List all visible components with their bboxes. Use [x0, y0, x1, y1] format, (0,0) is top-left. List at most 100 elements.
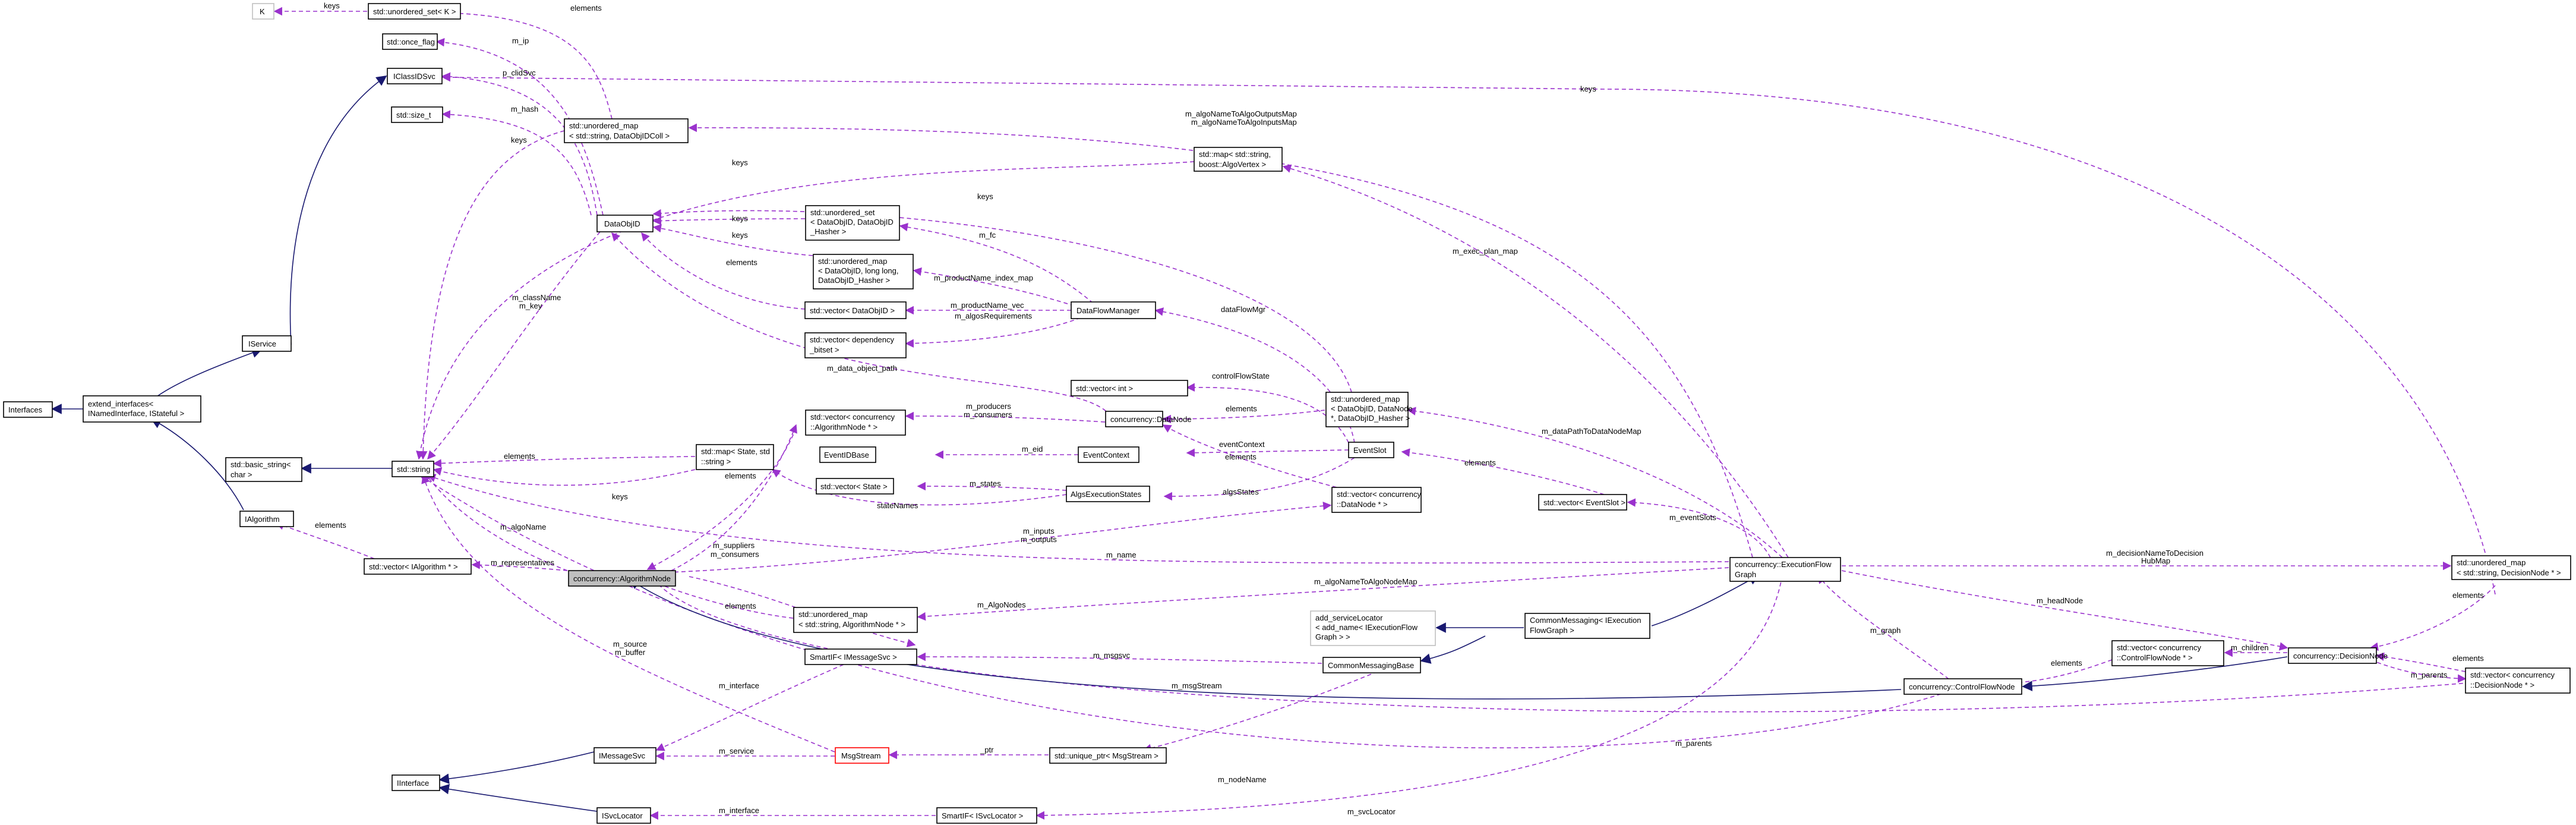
node-isvclocator: ISvcLocator [596, 807, 651, 824]
node-decisionnode: concurrency::DecisionNode [2288, 647, 2388, 664]
svg-text:std::vector< dependency: std::vector< dependency [810, 335, 895, 344]
svg-text:FlowGraph >: FlowGraph > [1530, 626, 1574, 635]
label-keys-string-1: keys [511, 136, 527, 144]
svg-text:*, DataObjID_Hasher >: *, DataObjID_Hasher > [1331, 414, 1410, 423]
edge-keys-statemap [433, 467, 696, 486]
svg-text:< std::string, DataObjIDColl >: < std::string, DataObjIDColl > [569, 131, 670, 140]
svg-text:std::vector< IAlgorithm * >: std::vector< IAlgorithm * > [369, 562, 458, 571]
svg-text:std::unordered_set: std::unordered_set [810, 208, 875, 217]
svg-text:_bitset >: _bitset > [809, 345, 839, 354]
edge-m-source [421, 474, 835, 752]
label-m-ip: m_ip [512, 36, 529, 45]
edge-m-interface-msg [655, 664, 844, 751]
svg-text:std::vector< concurrency: std::vector< concurrency [810, 413, 895, 421]
node-vector-algorithmnode: std::vector< concurrency ::AlgorithmNode… [805, 410, 906, 436]
node-vector-state: std::vector< State > [816, 478, 894, 495]
svg-text:Graph > >: Graph > > [1315, 632, 1350, 641]
node-smartif-imessagesvc: SmartIF< IMessageSvc > [804, 648, 917, 665]
svg-text:AlgsExecutionStates: AlgsExecutionStates [1071, 490, 1142, 499]
label-data-object-path: m_data_object_path [827, 364, 897, 373]
node-unordered-map-datanode: std::unordered_map < DataObjID, DataNode… [1325, 392, 1413, 427]
label-m-parents-2: m_parents [1675, 739, 1712, 748]
edge-suppliers-back [646, 427, 797, 570]
label-keys-statemap: keys [612, 492, 628, 501]
edge-m-svclocator [1036, 575, 1783, 820]
label-algo-inputs: m_algoNameToAlgoInputsMap [1191, 118, 1297, 127]
label-elements-ialg: elements [315, 521, 346, 530]
edge-keys-string-1 [419, 130, 565, 460]
svg-text:DataObjID: DataObjID [604, 219, 640, 228]
label-m-inputs: m_inputs [1023, 527, 1055, 536]
label-elements-set: elements [570, 4, 602, 12]
edge-elements-statemap-string [433, 456, 696, 468]
inherit-efg-commonmsg [1651, 575, 1760, 626]
inherit-imsgsvc-iinterface [438, 751, 595, 784]
node-vector-eventslot: std::vector< EventSlot > [1538, 494, 1627, 511]
node-unordered-set-K: std::unordered_set< K > [368, 3, 461, 20]
node-unordered-map-algorithmnode: std::unordered_map < std::string, Algori… [793, 607, 918, 633]
svg-text:std::vector< State >: std::vector< State > [820, 482, 888, 491]
label-m-parents: m_parents [2411, 670, 2448, 679]
node-map-state-string: std::map< State, std ::string > [696, 444, 774, 470]
label-algonode-map: m_algoNameToAlgoNodeMap [1314, 577, 1417, 586]
label-keys-clid: keys [1580, 84, 1596, 93]
label-elements-decnode: elements [2452, 654, 2484, 663]
svg-text:::AlgorithmNode * >: ::AlgorithmNode * > [810, 423, 877, 432]
edge-datapath-map [1407, 407, 1783, 558]
label-m-outputs: m_outputs [1021, 535, 1057, 544]
edge-keys-string-2 [416, 161, 1195, 460]
svg-text:ISvcLocator: ISvcLocator [602, 811, 643, 820]
edge-m-parents-2 [653, 579, 2496, 713]
svg-text:::DataNode * >: ::DataNode * > [1337, 500, 1388, 509]
svg-text:std::map< State, std: std::map< State, std [701, 447, 770, 456]
node-vector-datanode: std::vector< concurrency ::DataNode * > [1331, 487, 1422, 513]
label-m-service: m_service [719, 747, 754, 755]
edge-suppliers [671, 424, 797, 571]
label-classname: m_className [512, 293, 561, 302]
label-m-svclocator: m_svcLocator [1347, 807, 1396, 816]
svg-text:< std::string, AlgorithmNode *: < std::string, AlgorithmNode * > [798, 620, 905, 629]
svg-text:EventContext: EventContext [1083, 451, 1129, 459]
svg-text:DataObjID_Hasher >: DataObjID_Hasher > [818, 276, 890, 285]
edge-eventcontext [1186, 448, 1349, 457]
edge-m-eventslots [1627, 498, 1771, 558]
label-exec-plan-map: m_exec_plan_map [1453, 247, 1518, 256]
svg-text:concurrency::DecisionNode: concurrency::DecisionNode [2293, 651, 2388, 660]
edge-elements-evslot [1401, 448, 1605, 495]
label-elements-evslot: elements [1464, 458, 1496, 467]
edge-algoname-maps [688, 123, 1753, 558]
node-string: std::string [392, 461, 434, 477]
edge-algsstates [1163, 457, 1355, 501]
label-algos-req: m_algosRequirements [955, 311, 1033, 320]
node-vector-dynamic-bitset: std::vector< dependency _bitset > [804, 332, 907, 358]
label-elements-algnode-map: elements [725, 602, 756, 610]
svg-text:EventSlot: EventSlot [1353, 446, 1387, 455]
label-eventcontext: eventContext [1219, 440, 1265, 449]
edge-algonode-map [917, 567, 1729, 621]
label-m-msgstream: m_msgStream [1172, 681, 1222, 690]
svg-text:< DataObjID, DataNode: < DataObjID, DataNode [1331, 404, 1413, 413]
node-unordered-set-dataobjid: std::unordered_set < DataObjID, DataObjI… [805, 205, 900, 241]
edge-keys-dataobjid-2 [652, 223, 813, 256]
label-consumers-an: m_consumers [711, 550, 759, 559]
svg-text:std::unordered_map: std::unordered_map [2457, 558, 2526, 567]
node-eventcontext: EventContext [1078, 446, 1139, 463]
label-keys-string-2: keys [732, 158, 748, 167]
node-iinterface: IInterface [392, 774, 440, 791]
label-elements-vec-dataobjid: elements [726, 258, 757, 267]
svg-text:Interfaces: Interfaces [8, 405, 43, 414]
svg-text:_Hasher >: _Hasher > [810, 227, 846, 236]
svg-text:std::basic_string<: std::basic_string< [231, 460, 291, 469]
svg-text:std::unordered_map: std::unordered_map [798, 610, 867, 619]
edge-elements-datanode [1162, 410, 1325, 424]
node-iservice: IService [242, 335, 292, 352]
edge-exec-plan-map [1282, 164, 1789, 558]
label-m-buffer: m_buffer [615, 648, 646, 657]
node-imessagesvc: IMessageSvc [594, 747, 656, 764]
inherit-algnode-cfn [629, 579, 1902, 700]
svg-text:::DecisionNode * >: ::DecisionNode * > [2470, 681, 2534, 689]
svg-text:K: K [260, 7, 265, 16]
label-elements-dn-vec: elements [1225, 452, 1257, 461]
inherit-iservice-extend [154, 348, 263, 399]
edge-m-parents [2370, 659, 2467, 683]
